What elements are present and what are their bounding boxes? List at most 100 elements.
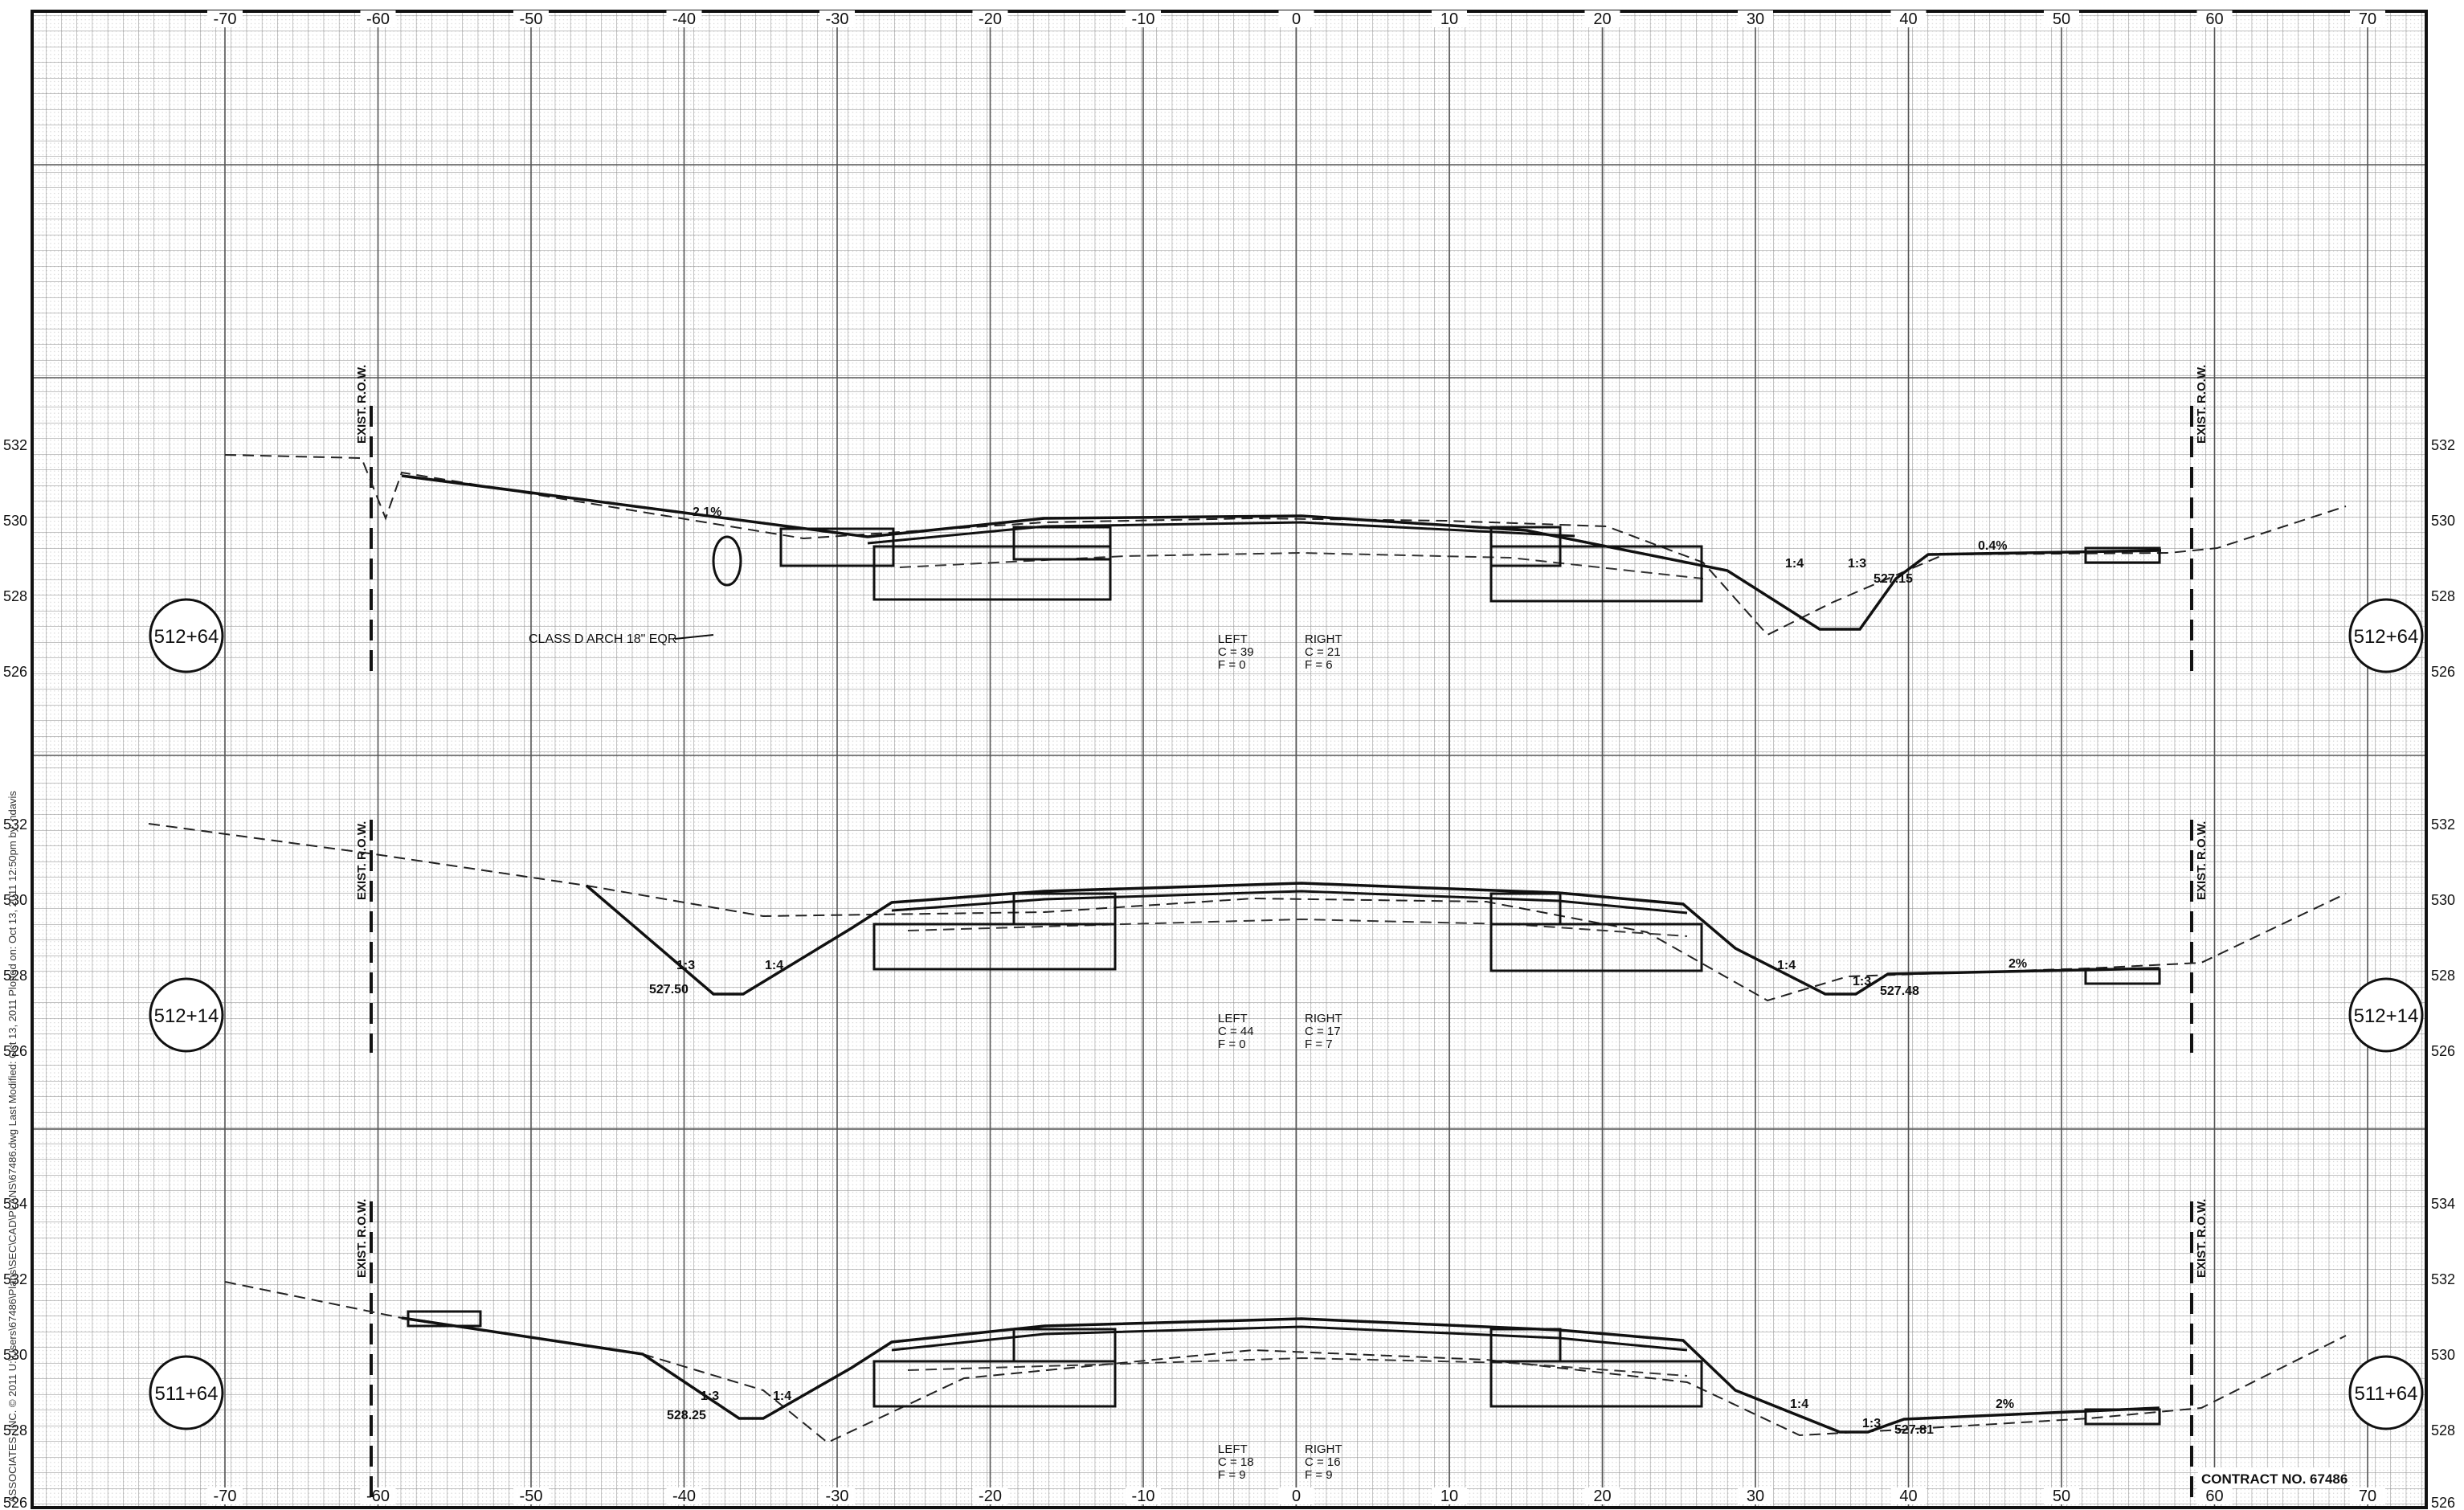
offset-tick-label: -20: [979, 10, 1002, 28]
tick-label-bg: [2044, 1487, 2079, 1504]
offset-tick-label: 10: [1440, 1487, 1458, 1505]
offset-tick-label: 50: [2053, 10, 2070, 28]
elev-label-right: 526: [2431, 1043, 2455, 1059]
elev-label-right: 528: [2431, 1422, 2455, 1438]
tick-label-bg: [1890, 1487, 1927, 1504]
tick-label-bg: [1738, 1487, 1773, 1504]
station-label-left: 511+64: [155, 1383, 219, 1405]
quantity-right-fill: F = 7: [1305, 1037, 1333, 1051]
tick-label-bg: [1126, 1487, 1161, 1504]
elevation-label: 527.48: [1880, 984, 1919, 998]
existing-pavement-right-lower: [1489, 545, 1703, 603]
section-512-64: EXIST. R.O.W. EXIST. R.O.W. CLASS D ARCH…: [3, 365, 2455, 680]
tick-label-bg: [1432, 10, 1467, 27]
tick-label-bg: [819, 10, 855, 27]
elev-label-right: 532: [2431, 1271, 2455, 1287]
tick-label-bg: [207, 1487, 243, 1504]
shoulder-block-right: [2084, 968, 2161, 985]
offset-tick-label: 40: [1899, 10, 1917, 28]
quantity-right-cut: C = 21: [1305, 645, 1341, 659]
tick-label-bg: [513, 1487, 549, 1504]
tick-label-bg: [1584, 1487, 1620, 1504]
row-label-right: EXIST. R.O.W.: [2195, 1199, 2209, 1278]
plot-stamp: ASSOCIATES, INC. © 2011 U:\Users\67486\P…: [2, 791, 26, 1503]
existing-pavement-right-lower: [1489, 1360, 1703, 1408]
quantity-right-cut: C = 16: [1305, 1455, 1341, 1469]
proposed-grade-line: [401, 474, 2162, 631]
offset-tick-label: -40: [672, 1487, 696, 1505]
station-label-right: 512+14: [2354, 1005, 2419, 1027]
offset-tick-label: 60: [2205, 10, 2223, 28]
elev-label-left: 528: [3, 1422, 27, 1438]
offset-tick-label: 20: [1593, 1487, 1611, 1505]
quantity-right-fill: F = 6: [1305, 658, 1333, 672]
row-label-left: EXIST. R.O.W.: [355, 365, 369, 444]
row-label-right: EXIST. R.O.W.: [2195, 365, 2209, 444]
quantity-left-cut: C = 39: [1218, 645, 1254, 659]
offset-tick-label: 10: [1440, 10, 1458, 28]
elev-label-right: 528: [2431, 588, 2455, 604]
pipe-leader: [674, 634, 714, 640]
tick-label-bg: [207, 10, 243, 27]
offset-tick-label: -30: [826, 1487, 849, 1505]
contract-number: CONTRACT NO. 67486: [2201, 1471, 2348, 1487]
elev-label-left: 530: [3, 892, 27, 908]
slope-label: 1:4: [1777, 959, 1796, 972]
subgrade-dashed-line: [907, 1357, 1688, 1377]
tick-label-bg: [2196, 10, 2233, 27]
elev-label-right: 532: [2431, 816, 2455, 833]
offset-tick-label: -10: [1132, 1487, 1155, 1505]
pipe-callout: CLASS D ARCH 18" EQR: [529, 632, 676, 646]
station-label-left: 512+64: [154, 626, 219, 648]
offset-tick-label: 30: [1747, 1487, 1764, 1505]
elev-label-left: 532: [3, 816, 27, 833]
offset-tick-label: -30: [826, 10, 849, 28]
slope-label: 1:3: [1853, 975, 1871, 988]
existing-ground-line: [224, 1281, 2347, 1444]
offset-tick-label: -20: [979, 1487, 1002, 1505]
station-marker-left: [149, 977, 224, 1053]
existing-pavement-left-lower: [872, 545, 1112, 601]
proposed-grade-line: [585, 882, 2160, 996]
contract-box-bg: [2198, 1467, 2343, 1488]
tick-label-bg: [513, 10, 549, 27]
major-grid: [32, 11, 2426, 1508]
row-label-left: EXIST. R.O.W.: [355, 1199, 369, 1278]
tick-label-bg: [1126, 10, 1161, 27]
offset-tick-label: 40: [1899, 1487, 1917, 1505]
tick-label-bg: [1278, 1487, 1314, 1504]
proposed-grade-line: [401, 1316, 2160, 1434]
tick-label-bg: [2196, 1487, 2233, 1504]
elev-label-left: 532: [3, 437, 27, 453]
elev-label-left: 526: [3, 1495, 27, 1510]
elev-label-left: 534: [3, 1196, 27, 1212]
station-marker-left: [149, 1355, 224, 1430]
station-label-left: 512+14: [154, 1005, 219, 1027]
offset-tick-label: -60: [366, 10, 390, 28]
quantity-left-title: LEFT: [1218, 632, 1248, 646]
slope-label: 1:3: [701, 1389, 719, 1403]
elev-label-right: 530: [2431, 513, 2455, 529]
subgrade-dashed-line: [907, 918, 1688, 937]
existing-pavement-mid: [1012, 1328, 1117, 1363]
slope-label: 1:4: [765, 959, 783, 972]
tick-label-bg: [360, 10, 396, 27]
existing-pavement-mid: [1012, 892, 1117, 926]
fine-grid: [32, 11, 2426, 1508]
quantity-left-fill: F = 0: [1218, 658, 1246, 672]
elev-label-left: 530: [3, 1347, 27, 1363]
tick-label-bg: [666, 10, 702, 27]
tick-label-bg: [2350, 10, 2385, 27]
elev-label-left: 530: [3, 513, 27, 529]
row-label-left: EXIST. R.O.W.: [355, 821, 369, 900]
tick-label-bg: [1432, 1487, 1467, 1504]
elev-label-left: 526: [3, 664, 27, 680]
tick-label-bg: [1584, 10, 1620, 27]
offset-tick-label: -10: [1132, 10, 1155, 28]
slope-label: 2.1%: [693, 505, 721, 519]
existing-pavement-mid: [1012, 526, 1112, 561]
slope-label: 2%: [2008, 957, 2027, 971]
row-label-right: EXIST. R.O.W.: [2195, 821, 2209, 900]
